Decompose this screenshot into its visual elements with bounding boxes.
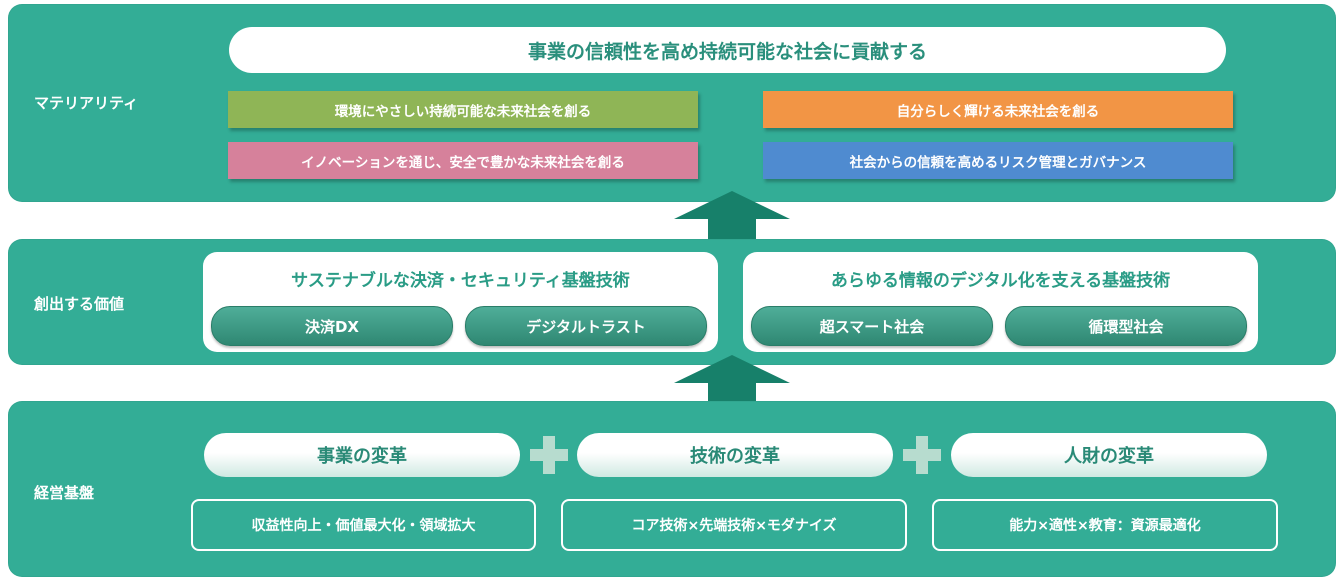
- reform-human-resources: 人財の変革: [951, 433, 1267, 477]
- value-label: 創出する価値: [34, 295, 125, 313]
- value-chip-circular: 循環型社会: [1005, 306, 1247, 346]
- materiality-headline: 事業の信頼性を高め持続可能な社会に貢献する: [229, 27, 1226, 73]
- reform-technology: 技術の変革: [577, 433, 893, 477]
- plus-icon: [903, 436, 941, 474]
- materiality-item-innovation: イノベーションを通じ、安全で豊かな未来社会を創る: [228, 142, 698, 179]
- value-card-title: サステナブルな決済・セキュリティ基盤技術: [291, 271, 630, 291]
- value-chip-super-smart: 超スマート社会: [751, 306, 993, 346]
- value-card-payment: サステナブルな決済・セキュリティ基盤技術 決済DX デジタルトラスト: [203, 252, 718, 352]
- detail-technology: コア技術×先端技術×モダナイズ: [561, 499, 907, 551]
- reform-business: 事業の変革: [204, 433, 520, 477]
- materiality-item-governance: 社会からの信頼を高めるリスク管理とガバナンス: [763, 142, 1233, 179]
- value-card-title: あらゆる情報のデジタル化を支える基盤技術: [830, 271, 1171, 291]
- foundation-label: 経営基盤: [34, 484, 95, 502]
- foundation-band: [8, 401, 1336, 577]
- value-card-digitalization: あらゆる情報のデジタル化を支える基盤技術 超スマート社会 循環型社会: [743, 252, 1258, 352]
- materiality-label: マテリアリティ: [34, 94, 139, 112]
- plus-icon: [530, 436, 568, 474]
- detail-business: 収益性向上・価値最大化・領域拡大: [191, 499, 536, 551]
- materiality-item-environment: 環境にやさしい持続可能な未来社会を創る: [228, 91, 698, 128]
- up-arrow-icon: [674, 191, 790, 241]
- materiality-item-self: 自分らしく輝ける未来社会を創る: [763, 91, 1233, 128]
- detail-human-resources: 能力×適性×教育：資源最適化: [932, 499, 1278, 551]
- up-arrow-icon: [674, 355, 790, 405]
- value-chip-payment-dx: 決済DX: [211, 306, 453, 346]
- value-chip-digital-trust: デジタルトラスト: [465, 306, 707, 346]
